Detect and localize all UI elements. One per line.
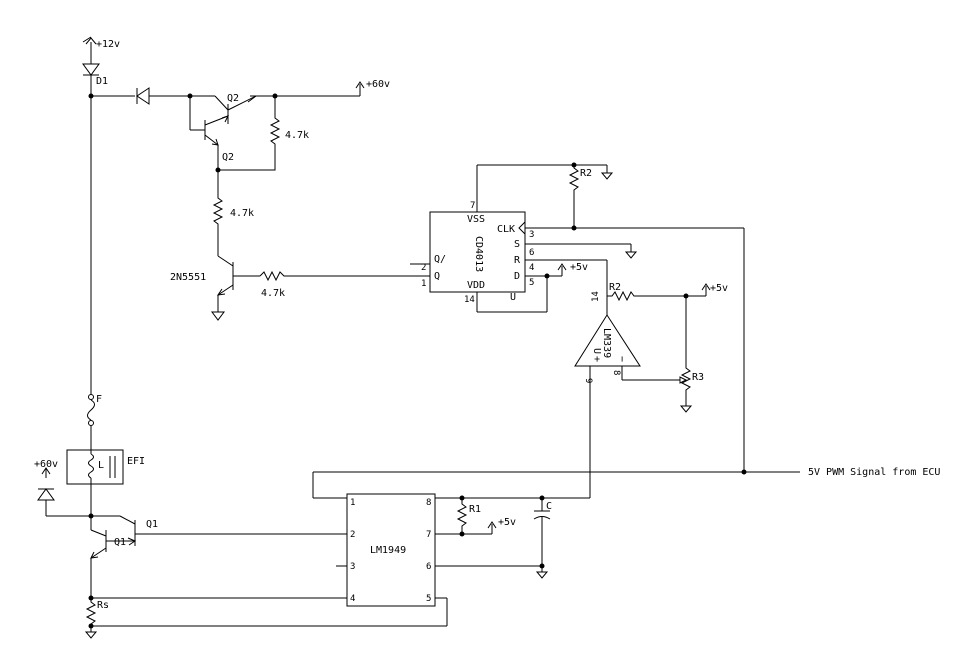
resistor-r2-mid xyxy=(607,290,686,302)
comparator-lm339 xyxy=(574,290,686,498)
rail-60v-left-label: +60v xyxy=(34,459,58,470)
lm1949-pin4: 4 xyxy=(350,594,355,604)
cd4013-d: D xyxy=(514,271,520,282)
resistor-4k7-mid xyxy=(212,170,224,256)
lm339-plus: + xyxy=(591,356,602,362)
lm1949-pin5: 5 xyxy=(426,594,431,604)
lm339-pin9: 9 xyxy=(583,378,593,383)
lm339-u: U xyxy=(591,348,602,354)
cd4013-pin3: 3 xyxy=(529,230,534,240)
cd4013-s: S xyxy=(514,239,520,250)
resistor-4k7-base xyxy=(259,270,430,282)
cd4013-vdd: VDD xyxy=(467,280,485,291)
rail-12v-label: +12v xyxy=(96,39,120,50)
resistor-r2-top xyxy=(568,165,580,228)
v5-d-label: +5v xyxy=(570,262,588,273)
ic-cd4013 xyxy=(410,164,744,313)
lm339-name: LM339 xyxy=(601,328,612,358)
cd4013-pin5: 5 xyxy=(529,278,534,288)
rail-60v-top-label: +60v xyxy=(366,79,390,90)
r2-top-label: R2 xyxy=(580,168,592,179)
lm1949-pin7: 7 xyxy=(426,530,431,540)
resistor-r1 xyxy=(456,498,468,534)
cd4013-pin1: 1 xyxy=(421,279,426,289)
cd4013-qbar-mark: / xyxy=(440,254,446,265)
r47-mid-label: 4.7k xyxy=(230,208,254,219)
resistor-4k7-top xyxy=(218,96,281,171)
potentiometer-r3 xyxy=(680,296,692,406)
q1-label-a: Q1 xyxy=(146,519,158,530)
coil-label: L xyxy=(98,460,104,471)
cap-label: C xyxy=(546,501,552,512)
lm1949-pin2: 2 xyxy=(350,530,355,540)
r2-mid-label: R2 xyxy=(609,282,621,293)
rs-label: Rs xyxy=(97,600,109,611)
efi-injector xyxy=(66,449,124,520)
q2-label-top: Q2 xyxy=(227,93,239,104)
lm1949-pin3: 3 xyxy=(350,562,355,572)
fuse-label: F xyxy=(96,394,102,405)
r3-label: R3 xyxy=(692,372,704,383)
lm1949-pin6: 6 xyxy=(426,562,431,572)
d1-label: D1 xyxy=(96,76,108,87)
q1-label-b: Q1 xyxy=(114,537,126,548)
cd4013-pin6: 6 xyxy=(529,248,534,258)
lm339-pin8: 8 xyxy=(611,370,621,375)
lm1949-pin1: 1 xyxy=(350,498,355,508)
lm339-minus: − xyxy=(616,356,627,362)
cd4013-u: U xyxy=(510,292,516,303)
lm1949-name: LM1949 xyxy=(370,545,406,556)
cd4013-clk: CLK xyxy=(497,224,515,235)
cd4013-pin2: 2 xyxy=(421,263,426,273)
v5-r1-label: +5v xyxy=(498,517,516,528)
lm339-pin14: 14 xyxy=(591,291,601,302)
ic-lm1949 xyxy=(91,493,590,627)
transistor-q1 xyxy=(90,515,137,598)
q2-label-bottom: Q2 xyxy=(222,152,234,163)
fuse xyxy=(87,394,95,454)
cd4013-qbar: Q xyxy=(434,254,440,265)
cd4013-q: Q xyxy=(434,271,440,282)
supply-rail-12v xyxy=(82,36,100,395)
resistor-rs xyxy=(85,598,97,632)
transistor-q2 xyxy=(189,95,275,170)
efi-label: EFI xyxy=(127,456,145,467)
transistor-2n5551 xyxy=(211,255,260,321)
cd4013-pin4: 4 xyxy=(529,263,534,273)
r47-top-label: 4.7k xyxy=(285,130,309,141)
cd4013-pin7: 7 xyxy=(470,201,475,211)
r1-label: R1 xyxy=(469,504,481,515)
cd4013-vss: VSS xyxy=(467,214,485,225)
capacitor-c xyxy=(533,516,551,520)
v5-r2-label: +5v xyxy=(710,283,728,294)
cd4013-r: R xyxy=(514,255,521,266)
r47-base-label: 4.7k xyxy=(261,288,285,299)
cd4013-name: CD4013 xyxy=(473,236,484,272)
cd4013-pin14: 14 xyxy=(464,295,475,305)
diode-series xyxy=(136,87,150,105)
lm1949-pin8: 8 xyxy=(426,498,431,508)
2n5551-label: 2N5551 xyxy=(170,272,206,283)
clamp-diode xyxy=(37,488,55,501)
ecu-signal-label: 5V PWM Signal from ECU xyxy=(808,467,940,478)
